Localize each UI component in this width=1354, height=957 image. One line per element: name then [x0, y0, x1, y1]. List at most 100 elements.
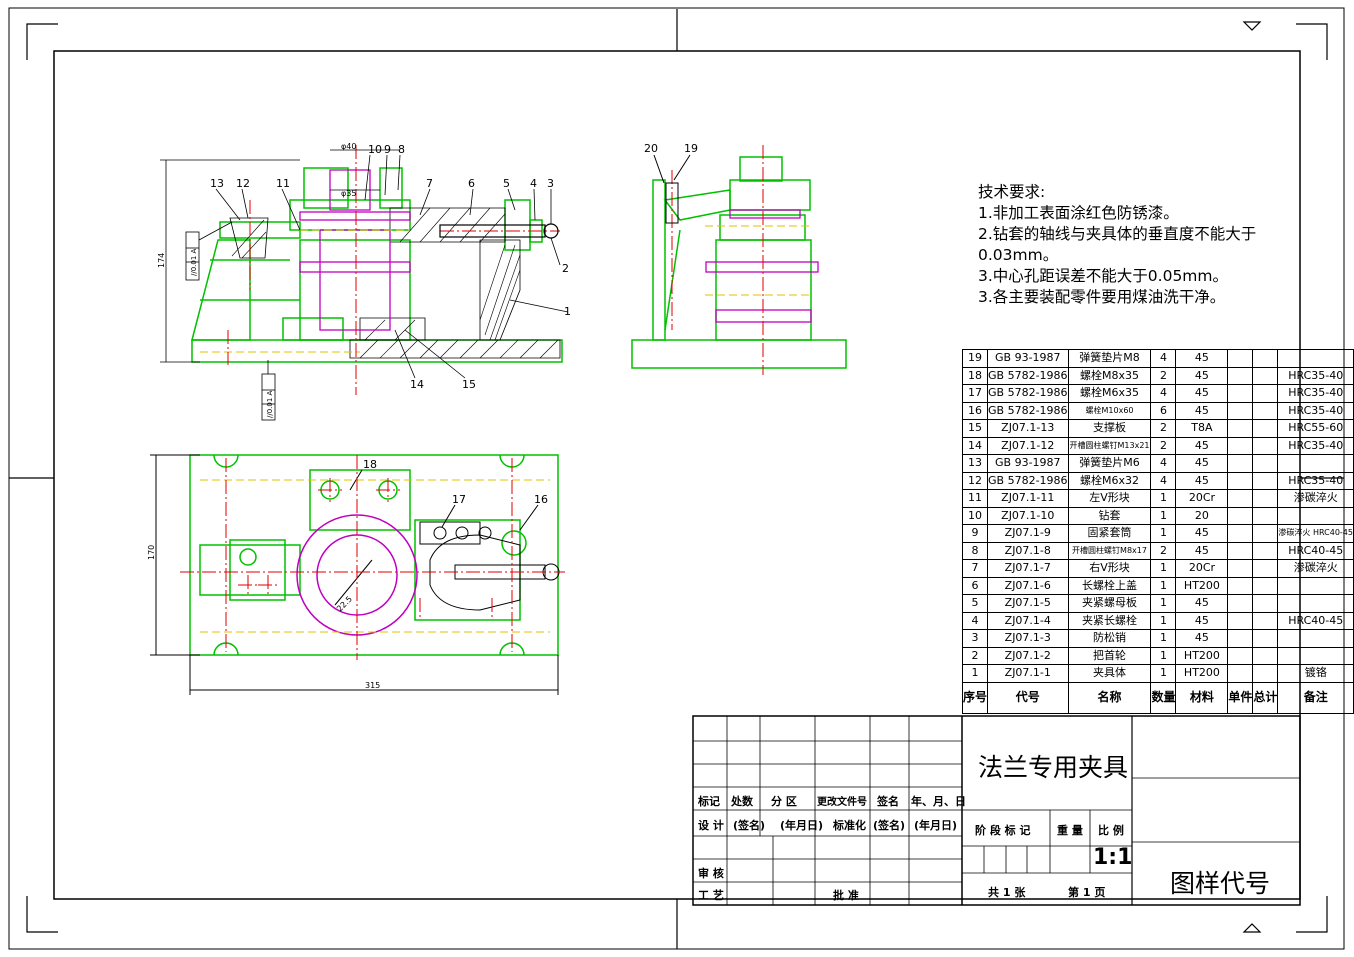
bom-cell-material: 20: [1175, 506, 1229, 525]
bom-cell-total: [1252, 384, 1279, 403]
tb-signed2: (签名): [873, 819, 906, 832]
bom-header-no: 序号: [961, 681, 989, 714]
bom-header-material: 材料: [1175, 681, 1229, 714]
bom-cell-qty: 1: [1150, 506, 1177, 525]
bom-cell-note: HRC35-40: [1277, 384, 1354, 403]
bom-cell-qty: 1: [1150, 594, 1177, 613]
bom-cell-material: 45: [1175, 454, 1229, 473]
bom-cell-total: [1252, 489, 1279, 508]
bom-cell-no: 5: [961, 594, 989, 613]
bom-cell-material: 45: [1175, 384, 1229, 403]
bom-cell-material: 45: [1175, 366, 1229, 385]
bom-cell-code: GB 5782-1986: [987, 471, 1069, 490]
dim-r: 22.5: [335, 594, 354, 613]
bom-cell-code: ZJ07.1-6: [987, 576, 1069, 595]
bom-cell-name: 夹紧螺母板: [1067, 594, 1152, 613]
bom-cell-code: GB 5782-1986: [987, 366, 1069, 385]
bom-cell-code: GB 5782-1986: [987, 401, 1069, 420]
bom-cell-material: 45: [1175, 629, 1229, 648]
bom-cell-code: ZJ07.1-1: [987, 664, 1069, 683]
bom-cell-no: 12: [961, 471, 989, 490]
tb-ymd: (年月日): [780, 819, 824, 832]
bom-cell-name: 开槽圆柱螺钉M8x17: [1067, 541, 1152, 560]
bom-cell-qty: 1: [1150, 524, 1177, 543]
bom-cell-name: 螺栓M6x35: [1067, 384, 1152, 403]
bom-cell-note: HRC35-40: [1277, 471, 1354, 490]
side-view: [631, 145, 847, 375]
bom-header-qty: 数量: [1150, 681, 1177, 714]
note-line-5: 3.各主要装配零件要用煤油洗干净。: [978, 288, 1226, 306]
bom-cell-no: 2: [961, 646, 989, 665]
bom-cell-note: HRC35-40: [1277, 436, 1354, 455]
bom-cell-code: ZJ07.1-11: [987, 489, 1069, 508]
bom-header-row: 序号 代号 名称 数量 材料 单件 总计 备注: [961, 681, 1354, 714]
bom-cell-code: ZJ07.1-12: [987, 436, 1069, 455]
bom-cell-unit: [1227, 646, 1254, 665]
bom-cell-qty: 2: [1150, 366, 1177, 385]
bom-cell-unit: [1227, 384, 1254, 403]
balloon-3: 3: [547, 177, 554, 190]
bom-cell-note: HRC40-45: [1277, 541, 1354, 560]
balloon-13: 13: [210, 177, 224, 190]
tb-ratio: 比 例: [1098, 824, 1124, 837]
bom-header-name: 名称: [1067, 681, 1152, 714]
tb-process: 工 艺: [698, 889, 724, 902]
bom-cell-unit: [1227, 629, 1254, 648]
bom-cell-note: [1277, 594, 1354, 613]
bom-cell-material: HT200: [1175, 646, 1229, 665]
dimension-texts: 174 170 315 φ40 φ35 22.5 //0.01 A //0.01…: [147, 142, 380, 690]
bom-cell-note: HRC55-60: [1277, 419, 1354, 438]
bom-cell-total: [1252, 541, 1279, 560]
balloon-12: 12: [236, 177, 250, 190]
balloon-5: 5: [503, 177, 510, 190]
bom-cell-note: [1277, 454, 1354, 473]
scale-value: 1:1: [1093, 845, 1133, 870]
bom-cell-name: 夹紧长螺栓: [1067, 611, 1152, 630]
bom-cell-unit: [1227, 664, 1254, 683]
dim-d40: φ40: [341, 142, 356, 151]
bom-cell-qty: 1: [1150, 576, 1177, 595]
bom-cell-unit: [1227, 541, 1254, 560]
bom-cell-note: [1277, 646, 1354, 665]
tb-sign: 签名: [877, 795, 899, 808]
bom-cell-code: ZJ07.1-10: [987, 506, 1069, 525]
tb-signed: (签名): [733, 819, 766, 832]
bom-cell-qty: 4: [1150, 454, 1177, 473]
bom-cell-code: ZJ07.1-5: [987, 594, 1069, 613]
bom-cell-material: 45: [1175, 471, 1229, 490]
balloon-10: 10: [368, 143, 382, 156]
bom-cell-note: 镀铬: [1277, 664, 1354, 683]
drawing-title: 法兰专用夹具: [978, 753, 1129, 782]
bom-cell-no: 4: [961, 611, 989, 630]
bom-cell-note: HRC35-40: [1277, 366, 1354, 385]
bom-cell-name: 螺栓M8x35: [1067, 366, 1152, 385]
bom-cell-material: 45: [1175, 594, 1229, 613]
tb-zone: 分 区: [771, 795, 797, 808]
bom-cell-note: HRC40-45: [1277, 611, 1354, 630]
bom-cell-name: 弹簧垫片M8: [1067, 349, 1152, 368]
note-line-1: 1.非加工表面涂红色防锈漆。: [978, 204, 1179, 222]
bom-cell-total: [1252, 366, 1279, 385]
bom-cell-qty: 1: [1150, 611, 1177, 630]
bom-cell-no: 1: [961, 664, 989, 683]
tb-doc: 更改文件号: [817, 797, 867, 808]
bom-cell-note: 渗碳淬火 HRC40-45: [1277, 524, 1354, 543]
balloon-16: 16: [534, 493, 548, 506]
bom-cell-total: [1252, 401, 1279, 420]
bom-cell-code: ZJ07.1-2: [987, 646, 1069, 665]
bom-cell-material: 45: [1175, 611, 1229, 630]
note-line-3: 0.03mm。: [978, 246, 1059, 264]
tb-approve: 批 准: [833, 889, 859, 902]
bom-cell-qty: 1: [1150, 559, 1177, 578]
bom-cell-name: 把首轮: [1067, 646, 1152, 665]
tolerance-1: //0.01 A: [190, 248, 198, 276]
bom-cell-material: 45: [1175, 401, 1229, 420]
bom-cell-unit: [1227, 454, 1254, 473]
